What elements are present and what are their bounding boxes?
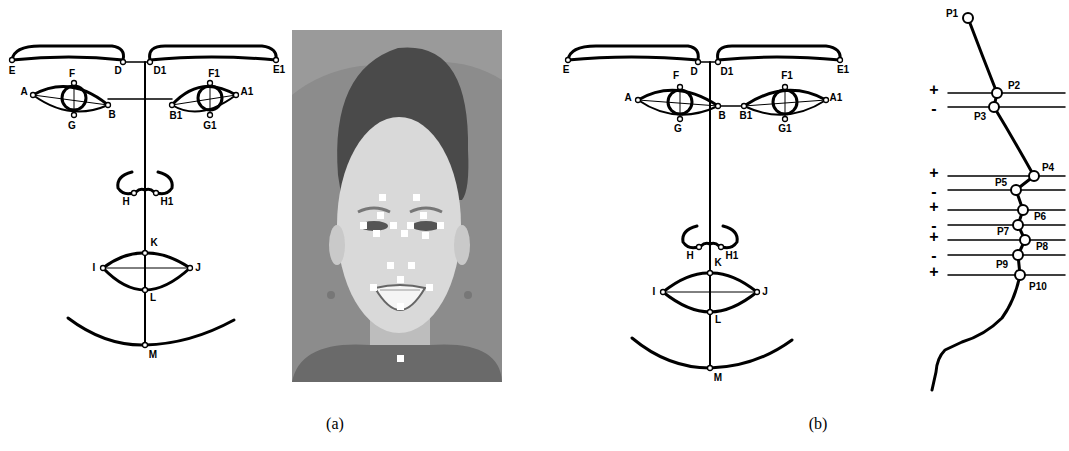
profile-point-label: P9 [996,260,1008,270]
landmark-label: F1 [781,71,793,81]
landmark-label: F [673,71,679,81]
landmark-label: I [93,263,96,273]
landmark-label: K [150,238,157,248]
landmark-label: H [686,251,693,261]
profile-point-label: P10 [1029,282,1047,292]
landmark-label: H1 [161,197,174,207]
landmark-label: A [624,93,631,103]
landmark-label: E1 [273,65,285,75]
landmark-label: E [563,65,570,75]
subfigure-caption: (a) [326,416,344,432]
sign-mark: + [929,199,938,215]
landmark-label: B1 [170,111,183,121]
sign-mark: + [929,229,938,245]
profile-point-label: P7 [997,227,1009,237]
profile-point-label: P3 [974,112,986,122]
landmark-label: I [653,287,656,297]
landmark-label: L [715,315,721,325]
landmark-label: D1 [154,66,167,76]
landmark-label: H1 [726,251,739,261]
landmark-label: H [122,197,129,207]
landmark-label: G [68,121,76,131]
profile-point-label: P4 [1042,163,1054,173]
landmark-label: M [149,350,157,360]
sign-mark: + [929,165,938,181]
profile-point-label: P2 [1008,81,1020,91]
sign-mark: - [931,248,936,264]
sign-mark: + [929,264,938,280]
landmark-label: K [714,258,721,268]
landmark-label: B1 [740,111,753,121]
landmark-label: D1 [721,67,734,77]
sign-mark: + [929,82,938,98]
landmark-label: A [20,87,27,97]
landmark-label: E [9,66,16,76]
landmark-label: A1 [241,87,254,97]
landmark-label: G1 [778,124,791,134]
landmark-label: B [108,110,115,120]
landmark-label: B [718,111,725,121]
landmark-label: D [690,67,697,77]
landmark-label: G [674,124,682,134]
subfigure-caption: (b) [809,416,828,432]
profile-point-label: P5 [995,178,1007,188]
landmark-label: F1 [208,69,220,79]
landmark-label: A1 [830,93,843,103]
landmark-label: J [762,287,768,297]
landmark-label: J [195,263,201,273]
landmark-label: G1 [203,121,216,131]
landmark-label: D [114,66,121,76]
landmark-label: F [69,69,75,79]
profile-point-label: P8 [1036,242,1048,252]
sign-mark: - [931,184,936,200]
sign-mark: - [931,101,936,117]
landmark-label: L [150,293,156,303]
landmark-label: M [714,373,722,383]
profile-point-label: P6 [1034,212,1046,222]
profile-point-label: P1 [946,9,958,19]
landmark-label: E1 [837,65,849,75]
face-photo [292,30,502,382]
